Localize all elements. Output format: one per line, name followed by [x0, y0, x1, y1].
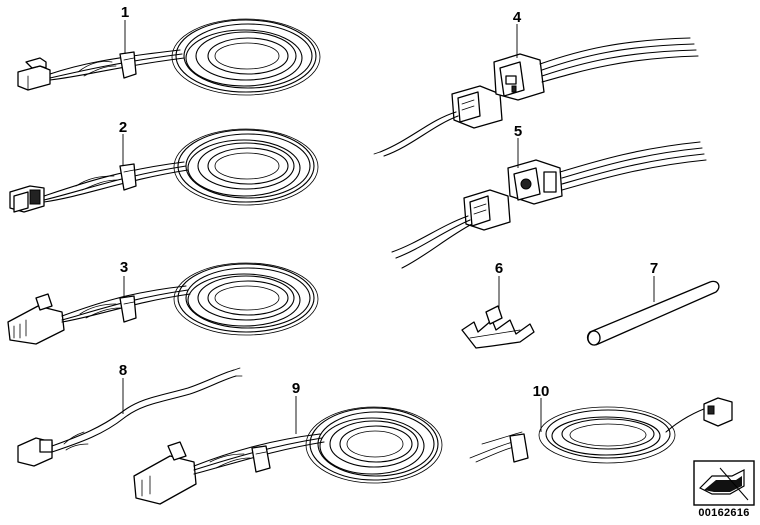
part-9-clip [251, 445, 271, 473]
part-3-connector [7, 293, 65, 345]
part-2-wires [43, 161, 189, 203]
part-1-clip [119, 51, 137, 79]
part-3-clip [119, 295, 137, 323]
part-9-connector [133, 441, 197, 505]
part-1-callout: 1 [121, 4, 129, 21]
part-3-callout: 3 [120, 259, 128, 276]
part-5-connector-set: 5 [391, 123, 707, 269]
part-10-cable: 10 [469, 383, 733, 464]
part-1-harness: 1 [17, 4, 321, 96]
part-1-coil [171, 18, 321, 96]
part-7-callout: 7 [650, 260, 658, 277]
part-6-callout: 6 [495, 260, 503, 277]
part-2-coil [173, 128, 319, 206]
catalog-number: 00162616 [698, 507, 749, 519]
part-8-breakout [63, 431, 89, 451]
part-10-connector [703, 397, 733, 427]
part-4-female-wires [539, 37, 699, 83]
part-4-male-plug [451, 85, 503, 129]
arrow-icon [698, 467, 749, 501]
part-2-harness: 2 [9, 119, 319, 213]
part-1-connector [17, 57, 51, 91]
part-5-male-wires [391, 215, 473, 269]
part-4-connector-set: 4 [373, 9, 699, 157]
catalog-badge: 00162616 [693, 460, 755, 519]
part-10-callout: 10 [533, 383, 550, 400]
part-8-sheath [51, 367, 243, 453]
part-9-harness: 9 [133, 380, 443, 505]
part-4-callout: 4 [513, 9, 522, 26]
part-1-wires [49, 49, 185, 81]
part-8-cable: 8 [17, 362, 243, 467]
part-2-callout: 2 [119, 119, 127, 136]
part-10-coil [538, 406, 676, 464]
part-6-terminal: 6 [461, 260, 535, 349]
part-2-clip [119, 163, 137, 191]
part-7-sleeve: 7 [586, 260, 720, 346]
part-8-connector [17, 437, 53, 467]
part-10-clip [509, 433, 529, 463]
part-9-callout: 9 [292, 380, 300, 397]
part-3-wires [61, 285, 191, 323]
part-5-female-socket [507, 159, 563, 205]
part-5-callout: 5 [514, 123, 522, 140]
part-9-coil [305, 406, 443, 484]
part-8-callout: 8 [119, 362, 127, 379]
part-5-female-wires [559, 141, 707, 191]
part-4-female-socket [493, 53, 545, 101]
part-4-male-wires [373, 111, 459, 157]
part-3-harness: 3 [7, 259, 319, 345]
part-2-connector [9, 185, 45, 213]
part-5-male-plug [463, 189, 511, 231]
part-3-coil [173, 262, 319, 336]
